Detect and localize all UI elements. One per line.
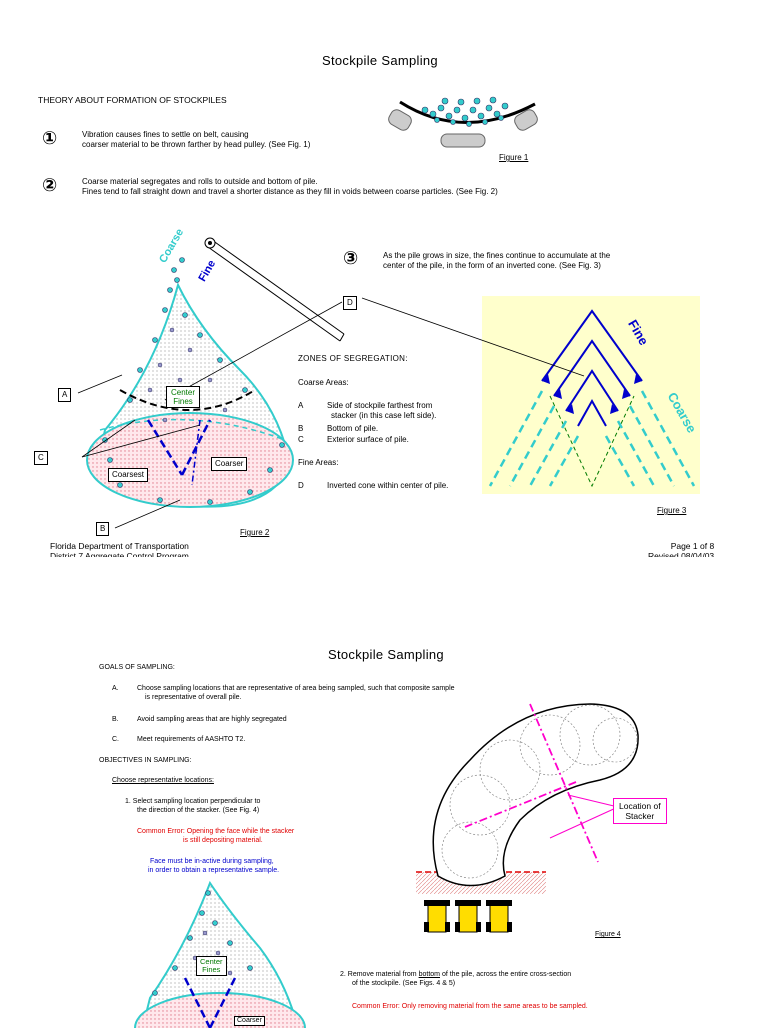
fig2-marker-d: D xyxy=(343,296,357,310)
fig2-marker-a: A xyxy=(58,388,71,402)
fig2-marker-c: C xyxy=(34,451,48,465)
theory-heading: THEORY ABOUT FORMATION OF STOCKPILES xyxy=(38,95,227,105)
zone-a-key: A xyxy=(298,401,303,411)
goal-a-key: A. xyxy=(112,684,119,693)
fine-areas-heading: Fine Areas: xyxy=(298,458,338,468)
zone-c-key: C xyxy=(298,435,304,445)
goal-c-text: Meet requirements of AASHTO T2. xyxy=(137,735,245,744)
zone-d-text: Inverted cone within center of pile. xyxy=(327,481,448,491)
fig2-coarser-label: Coarser xyxy=(211,457,247,471)
error2-text: Common Error: Only removing material fro… xyxy=(352,1002,588,1011)
figure4-caption: Figure 4 xyxy=(595,930,621,939)
zone-b-text: Bottom of pile. xyxy=(327,424,378,434)
loader-1 xyxy=(424,900,450,932)
figure1-caption: Figure 1 xyxy=(499,153,528,163)
figure1-belt-diagram xyxy=(385,92,545,152)
goal-a-text: Choose sampling locations that are repre… xyxy=(137,684,455,702)
step1-text: Vibration causes fines to settle on belt… xyxy=(82,130,310,150)
loader-2 xyxy=(455,900,481,932)
goal-b-text: Avoid sampling areas that are highly seg… xyxy=(137,715,287,724)
loader-3 xyxy=(486,900,512,932)
objectives-heading: OBJECTIVES IN SAMPLING: xyxy=(99,756,192,765)
step3-text: As the pile grows in size, the fines con… xyxy=(383,251,610,271)
goal-b-key: B. xyxy=(112,715,119,724)
step2-text: Coarse material segregates and rolls to … xyxy=(82,177,498,197)
step1-number: ① xyxy=(42,128,57,149)
note1-text: Face must be in-active during sampling,i… xyxy=(150,857,279,875)
page2-title: Stockpile Sampling xyxy=(328,647,444,662)
step2-number: ② xyxy=(42,175,57,196)
error1-text: Common Error: Opening the face while the… xyxy=(137,827,294,845)
zone-c-text: Exterior surface of pile. xyxy=(327,435,409,445)
choose-heading: Choose representative locations: xyxy=(112,776,214,785)
fig2-marker-b: B xyxy=(96,522,109,536)
zone-d-key: D xyxy=(298,481,304,491)
zone-b-key: B xyxy=(298,424,303,434)
page1-title: Stockpile Sampling xyxy=(322,53,438,68)
page2-coarser-label: Coarser xyxy=(234,1016,265,1026)
coarse-areas-heading: Coarse Areas: xyxy=(298,378,349,388)
item2-text: 2. Remove material from bottom of the pi… xyxy=(340,970,571,988)
figure3-caption: Figure 3 xyxy=(657,506,686,516)
goal-c-key: C. xyxy=(112,735,119,744)
page2-stockpile-cone xyxy=(130,878,330,1028)
goals-heading: GOALS OF SAMPLING: xyxy=(99,663,175,672)
figure2-caption: Figure 2 xyxy=(240,528,269,538)
zones-heading: ZONES OF SEGREGATION: xyxy=(298,354,408,364)
fig2-coarsest-label: Coarsest xyxy=(108,468,148,482)
item1-text: 1. Select sampling location perpendicula… xyxy=(125,797,260,815)
